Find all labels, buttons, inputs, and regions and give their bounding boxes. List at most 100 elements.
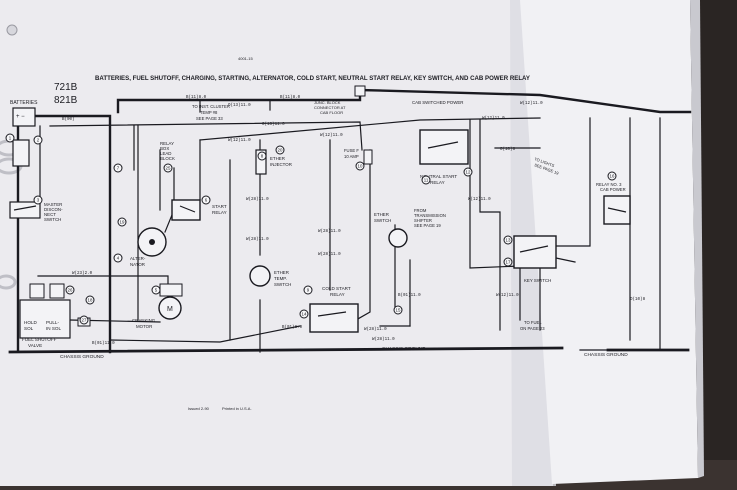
callout-number: 8 (261, 154, 264, 159)
svg-text:TO FUEL: TO FUEL (524, 320, 542, 325)
svg-text:IN SOL: IN SOL (46, 326, 62, 331)
diagram-title: BATTERIES, FUEL SHUTOFF, CHARGING, START… (95, 75, 531, 82)
svg-text:SHIFTER: SHIFTER (414, 218, 432, 223)
callout-number: 12 (466, 170, 471, 175)
callout-circle (355, 161, 365, 171)
callout-circle (79, 315, 89, 325)
svg-text:START: START (212, 204, 227, 209)
svg-text:INJECTOR: INJECTOR (270, 162, 292, 167)
svg-text:TEMP.: TEMP. (274, 276, 287, 281)
svg-text:ON PAGE 23: ON PAGE 23 (520, 326, 545, 331)
svg-text:ETHER: ETHER (374, 212, 389, 217)
callout-number: 6 (205, 198, 208, 203)
callout-circle (503, 257, 513, 267)
callout-number: 16 (610, 174, 615, 179)
callout-number: 9 (307, 288, 310, 293)
callout-circle (421, 175, 431, 185)
svg-text:W(12)11.0: W(12)11.0 (482, 116, 505, 121)
callout-circle (303, 285, 313, 295)
svg-text:CAB FLOOR: CAB FLOOR (320, 110, 343, 115)
callout-number: 1 (9, 136, 12, 141)
callout-circle (33, 195, 43, 205)
callout-number: 14 (302, 312, 307, 317)
alternator: ALTER- NATOR (130, 227, 167, 267)
svg-text:NEUTRAL START: NEUTRAL START (420, 174, 457, 179)
callout-number: 4 (117, 256, 120, 261)
right-page (520, 0, 698, 484)
svg-text:LEAD: LEAD (160, 151, 171, 156)
callout-circle (65, 285, 75, 295)
callout-number: 13 (506, 238, 511, 243)
svg-text:SEE PAGE 33: SEE PAGE 33 (196, 116, 223, 121)
callout-circle (393, 305, 403, 315)
svg-text:W(28)11.0: W(28)11.0 (318, 252, 341, 257)
callout-number: 19 (120, 220, 125, 225)
cab-power-relay: RELAY NO. 3 CAB POWER (596, 182, 631, 225)
chassis-ground-label-3: CHASSIS GROUND (584, 352, 628, 358)
svg-text:PULL-: PULL- (46, 320, 59, 325)
svg-text:FUEL SHUTOFF: FUEL SHUTOFF (22, 337, 57, 342)
chassis-ground-label-1: CHASSIS GROUND (60, 354, 104, 360)
svg-text:SWITCH: SWITCH (274, 282, 291, 287)
callout-circle (275, 145, 285, 155)
wire-labels: B(11)8.0 B(11)8.0 O(13)11.0 O(13)11.0 B(… (62, 95, 646, 346)
svg-text:W(28)11.0: W(28)11.0 (364, 327, 387, 332)
svg-text:KEY SWITCH: KEY SWITCH (524, 278, 551, 283)
cold-start-relay: COLD START RELAY (309, 286, 359, 333)
svg-text:NECT: NECT (44, 212, 56, 217)
cranking-motor: M CRANKING MOTOR (132, 283, 183, 329)
svg-text:FROM: FROM (414, 208, 427, 213)
left-page (0, 0, 553, 486)
page-code: 4001-15 (238, 56, 253, 61)
svg-text:RELAY: RELAY (430, 180, 445, 185)
svg-text:NATOR: NATOR (130, 262, 145, 267)
callout-circle (113, 253, 123, 263)
svg-text:W(12)11.0: W(12)11.0 (228, 138, 251, 143)
callout-circle (201, 195, 211, 205)
svg-text:COLD START: COLD START (322, 286, 351, 291)
callout-number: 2 (37, 138, 40, 143)
svg-text:SOL: SOL (24, 326, 34, 331)
relay-box-lead-block: RELAY BOX LEAD BLOCK (160, 141, 175, 161)
svg-text:B(11)8.0: B(11)8.0 (280, 95, 301, 100)
fuse-f: FUSE F 10 AMP (344, 148, 373, 165)
svg-text:FUSE F: FUSE F (344, 148, 359, 153)
callout-number: 15 (396, 308, 401, 313)
svg-text:B(01)11.0: B(01)11.0 (398, 293, 421, 298)
svg-text:MASTER: MASTER (44, 202, 62, 207)
model-821b: 821B (54, 95, 78, 106)
svg-text:TRANSMISSION: TRANSMISSION (414, 213, 446, 218)
svg-text:ALTER-: ALTER- (130, 256, 146, 261)
callout-circle (257, 151, 267, 161)
svg-text:SWITCH: SWITCH (374, 218, 391, 223)
svg-text:HOLD: HOLD (24, 320, 37, 325)
callout-number: 10 (358, 164, 363, 169)
callout-circle (5, 133, 15, 143)
callout-circle (607, 171, 617, 181)
callout-number: 18 (88, 298, 93, 303)
svg-text:O(13)11.0: O(13)11.0 (228, 103, 251, 108)
callout-circle (463, 167, 473, 177)
svg-text:B(01)8.0: B(01)8.0 (282, 325, 303, 330)
svg-text:O(13)11.0: O(13)11.0 (262, 122, 285, 127)
svg-text:RELAY NO. 3: RELAY NO. 3 (596, 182, 622, 187)
master-disconnect-switch: MASTER DISCON- NECT SWITCH (9, 201, 63, 222)
svg-text:W(28)11.0: W(28)11.0 (372, 337, 395, 342)
callout-circle (503, 235, 513, 245)
callout-number: 11 (424, 178, 429, 183)
svg-text:MOTOR: MOTOR (136, 324, 152, 329)
svg-text:O(10)8: O(10)8 (500, 147, 516, 152)
batteries-label: BATTERIES (10, 100, 38, 106)
svg-text:BOX: BOX (160, 146, 169, 151)
svg-text:TO INST. CLUSTER: TO INST. CLUSTER (192, 104, 230, 109)
svg-text:ETHER: ETHER (270, 156, 285, 161)
svg-text:CAB POWER: CAB POWER (600, 187, 626, 192)
callout-number: 3 (37, 198, 40, 203)
cab-switched-power-label: CAB SWITCHED POWER (412, 100, 463, 105)
callout-number: 20 (278, 148, 283, 153)
ether-temp-switch: ETHER TEMP. SWITCH (249, 265, 291, 287)
svg-text:RELAY: RELAY (212, 210, 227, 215)
start-relay: START RELAY (171, 199, 227, 221)
ether-switch: ETHER SWITCH FROM TRANSMISSION SHIFTER S… (374, 208, 446, 248)
